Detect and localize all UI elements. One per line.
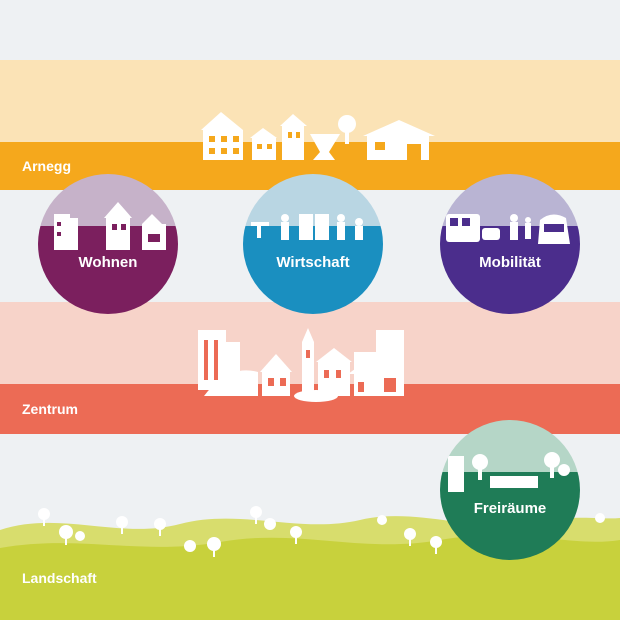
zentrum-town-illustration (198, 328, 404, 402)
zentrum-label: Zentrum (22, 401, 78, 417)
arnegg-label: Arnegg (22, 158, 71, 174)
landschaft-label: Landschaft (22, 570, 97, 586)
wirtschaft-circle[interactable]: Wirtschaft (243, 174, 383, 314)
wohnen-circle[interactable]: Wohnen (38, 174, 178, 314)
houses-icon (54, 202, 166, 250)
mobilitaet-label: Mobilität (479, 254, 541, 271)
freiraeume-circle[interactable]: Freiräume (440, 420, 580, 560)
mobilitaet-circle[interactable]: Mobilität (440, 174, 580, 314)
transport-icon (446, 214, 570, 244)
park-icon (448, 452, 570, 492)
arnegg-band-light (0, 60, 620, 142)
freiraeume-label: Freiräume (473, 500, 547, 517)
arnegg-village-illustration (201, 112, 435, 160)
workers-icon (251, 214, 363, 240)
wohnen-label: Wohnen (78, 254, 138, 271)
wirtschaft-circle-bottom (243, 226, 383, 314)
wirtschaft-label: Wirtschaft (276, 254, 350, 271)
